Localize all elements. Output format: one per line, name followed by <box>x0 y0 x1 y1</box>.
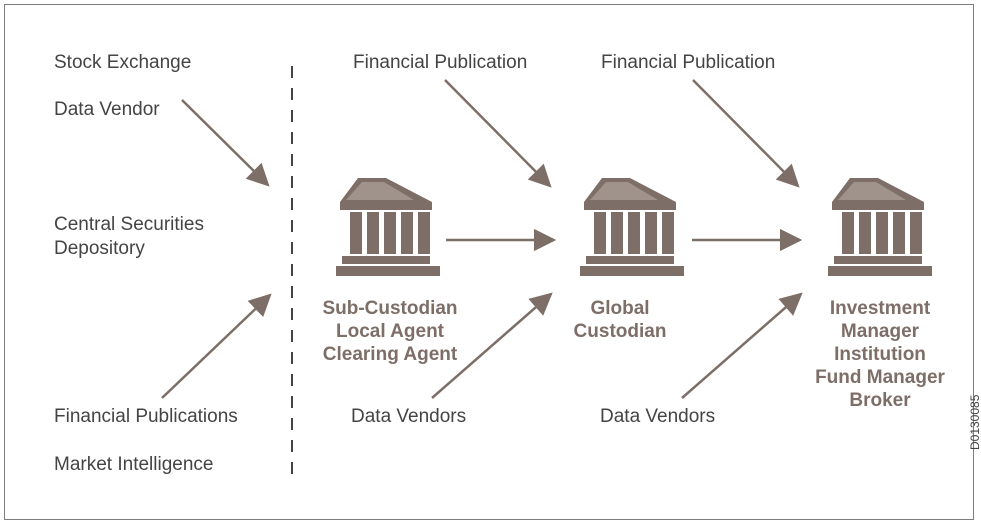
bank-icon-investment-manager <box>828 178 932 276</box>
figure-code: D0130085 <box>968 394 981 450</box>
label-data-vendor: Data Vendor <box>54 99 160 120</box>
node-global-custodian: Global Custodian <box>573 298 667 342</box>
bank-icon-sub-custodian <box>336 178 440 276</box>
node-sub-custodian: Sub-Custodian Local Agent Clearing Agent <box>322 298 458 365</box>
label-financial-publication-1: Financial Publication <box>353 52 528 73</box>
label-stock-exchange: Stock Exchange <box>54 52 192 73</box>
label-central-securities-depository: Central Securities Depository <box>54 214 204 259</box>
diagram-frame <box>4 4 974 520</box>
label-data-vendors-2: Data Vendors <box>600 406 716 427</box>
arrow-vendors-to-investment <box>681 292 803 399</box>
arrow-sources-bottom <box>161 293 272 399</box>
label-market-intelligence: Market Intelligence <box>54 454 214 475</box>
node-investment-manager: Investment Manager Institution Fund Mana… <box>815 298 945 411</box>
arrow-pub-to-global <box>444 79 552 188</box>
label-financial-publications: Financial Publications <box>54 406 238 427</box>
arrow-pub-to-investment <box>692 79 800 188</box>
label-financial-publication-2: Financial Publication <box>601 52 776 73</box>
bank-icon-global-custodian <box>580 178 684 276</box>
label-data-vendors-1: Data Vendors <box>351 406 467 427</box>
arrow-vendors-to-global <box>431 292 553 399</box>
arrow-sources-top <box>181 99 270 187</box>
